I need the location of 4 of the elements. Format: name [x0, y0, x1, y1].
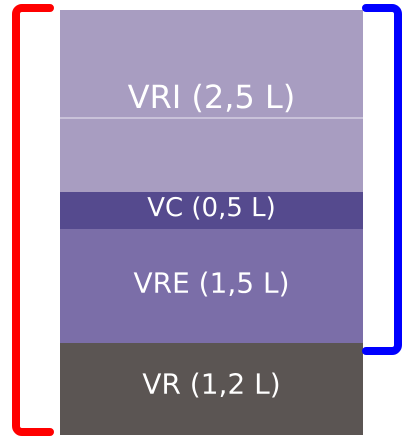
volume-band: VC (0,5 L) [60, 192, 363, 229]
volume-band: VR (1,2 L) [60, 343, 363, 435]
volume-band: VRI (2,5 L) [60, 10, 363, 192]
volume-band: VRE (1,5 L) [60, 229, 363, 343]
